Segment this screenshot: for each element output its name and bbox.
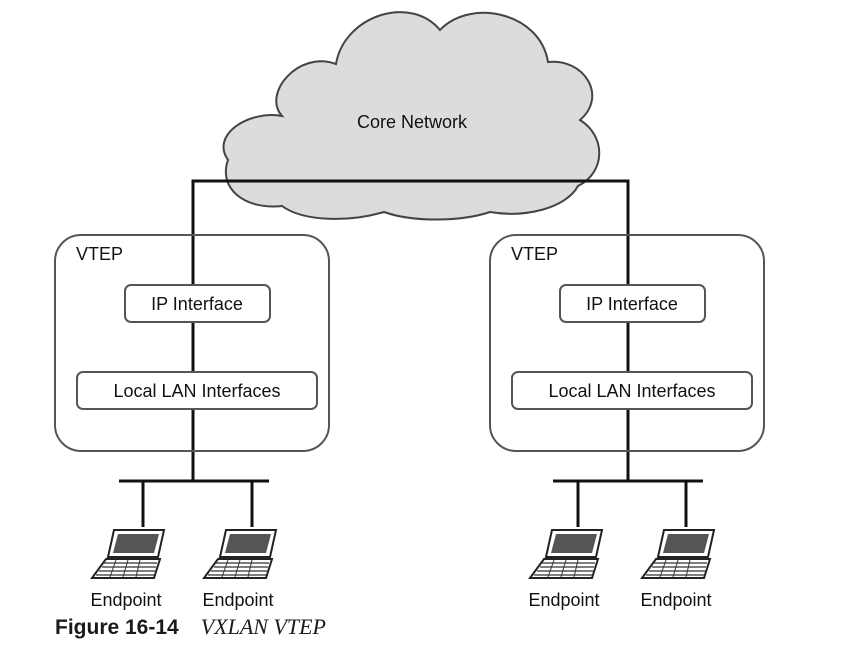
- laptop-icon: [641, 529, 715, 579]
- vtep-title: VTEP: [76, 244, 123, 264]
- laptop-icon: [203, 529, 277, 579]
- ip-interface-box: [559, 284, 706, 323]
- endpoint-label: Endpoint: [90, 590, 161, 610]
- vtep-box: [489, 234, 765, 452]
- figure-caption: Figure 16-14 VXLAN VTEP: [55, 614, 326, 644]
- figure-number: Figure 16-14: [55, 616, 179, 639]
- figure-title: VXLAN VTEP: [200, 614, 326, 639]
- uplink-line: [191, 179, 630, 481]
- lan-interfaces-box: [511, 371, 753, 410]
- vtep-right: VTEP IP Interface Local LAN Interfaces: [489, 234, 765, 452]
- endpoint-label: Endpoint: [202, 590, 273, 610]
- cloud-label: Core Network: [357, 112, 468, 132]
- endpoint: Endpoint: [90, 529, 165, 610]
- ip-interface-label: IP Interface: [151, 294, 243, 314]
- endpoint-label: Endpoint: [640, 590, 711, 610]
- laptop-icon: [91, 529, 165, 579]
- vtep-box: [54, 234, 330, 452]
- ip-interface-label: IP Interface: [586, 294, 678, 314]
- lan-interfaces-label: Local LAN Interfaces: [113, 381, 280, 401]
- laptop-icon: [529, 529, 603, 579]
- endpoint: Endpoint: [202, 529, 277, 610]
- vtep-title: VTEP: [511, 244, 558, 264]
- lan-interfaces-box: [76, 371, 318, 410]
- cloud: Core Network: [222, 11, 601, 221]
- endpoint: Endpoint: [528, 529, 603, 610]
- vtep-left: VTEP IP Interface Local LAN Interfaces: [54, 234, 330, 452]
- links: [119, 179, 703, 527]
- lan-interfaces-label: Local LAN Interfaces: [548, 381, 715, 401]
- ip-interface-box: [124, 284, 271, 323]
- endpoint-label: Endpoint: [528, 590, 599, 610]
- endpoint: Endpoint: [640, 529, 715, 610]
